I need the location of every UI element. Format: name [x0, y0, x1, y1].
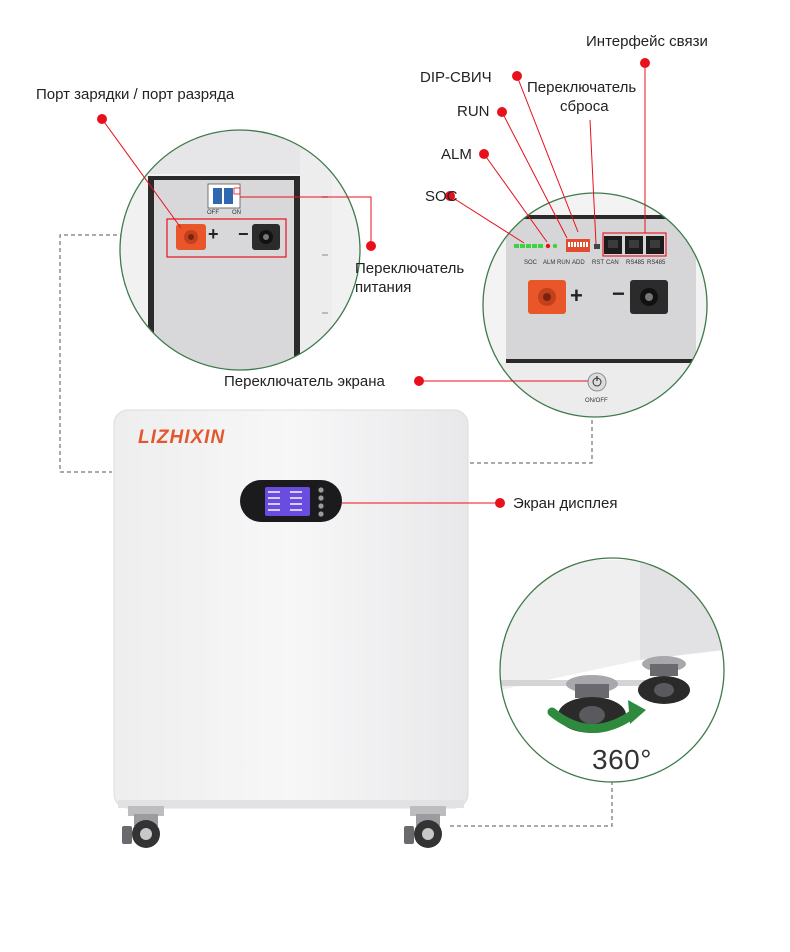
callout-leaders	[101, 63, 646, 504]
label-dip-switch: DIP-СВИЧ	[420, 69, 492, 86]
label-communication-interface: Интерфейс связи	[586, 33, 708, 50]
panel-soc-text: SOC	[524, 260, 538, 266]
display-screen	[265, 487, 310, 516]
panel-rst-text: RST	[592, 260, 604, 266]
label-reset-switch-line1: Переключатель	[527, 79, 637, 96]
caster-left	[122, 806, 164, 848]
label-rotation-360: 360°	[592, 744, 652, 775]
label-display-screen: Экран дисплея	[513, 495, 618, 512]
label-power-switch-line1: Переключатель	[355, 260, 465, 277]
label-reset-switch-line2: сброса	[560, 98, 609, 115]
left-plus-sign: +	[208, 224, 219, 244]
panel-rs485-a-text: RS485	[626, 260, 645, 266]
zoom-circle-caster	[499, 557, 725, 783]
label-run: RUN	[457, 103, 490, 120]
panel-minus-sign: −	[612, 281, 625, 306]
label-screen-switch: Переключатель экрана	[224, 373, 385, 390]
panel-alm-run-text: ALM RUN	[543, 260, 571, 266]
callout-dots	[97, 58, 650, 508]
panel-can-text: CAN	[606, 260, 619, 266]
label-charge-discharge-port: Порт зарядки / порт разряда	[36, 86, 235, 103]
breaker-off-text: OFF	[207, 210, 219, 216]
panel-plus-sign: +	[570, 283, 583, 308]
breaker-on-text: ON	[232, 210, 241, 216]
panel-onoff-text: ON/OFF	[585, 398, 608, 404]
label-alm: ALM	[441, 146, 472, 163]
dashed-connectors	[59, 234, 613, 827]
panel-add-text: ADD	[572, 260, 585, 266]
brand-logo: LIZHIXIN	[138, 427, 226, 448]
zoom-circle-ports	[119, 129, 361, 371]
label-soc: SOC	[425, 188, 458, 205]
label-power-switch-line2: питания	[355, 279, 412, 296]
caster-right	[404, 806, 446, 848]
left-minus-sign: −	[238, 224, 249, 244]
battery-cabinet	[113, 409, 469, 848]
panel-rs485-b-text: RS485	[647, 260, 666, 266]
zoom-circle-panel	[482, 192, 708, 418]
